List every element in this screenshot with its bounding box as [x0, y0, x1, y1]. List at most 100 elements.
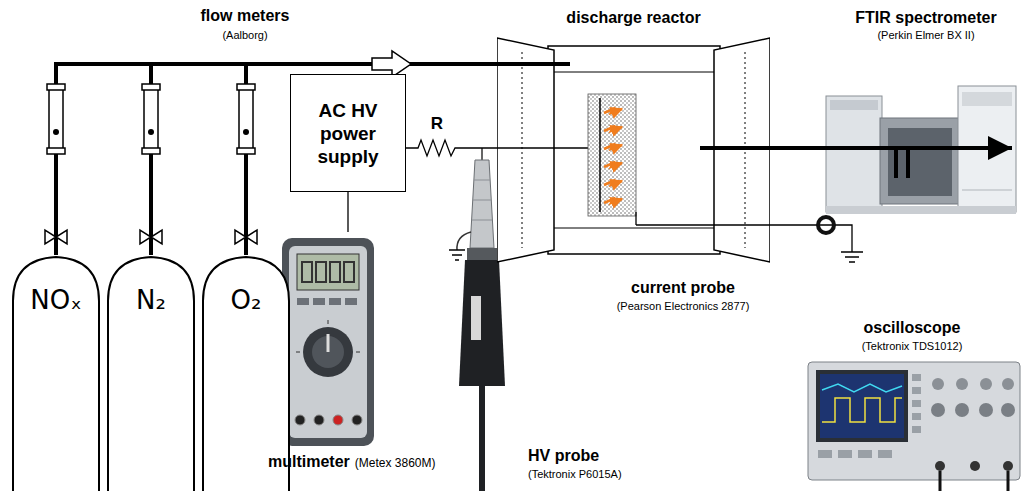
oscilloscope-photo — [956, 378, 968, 390]
oscilloscope-photo — [822, 384, 902, 392]
ftir-photo — [826, 96, 882, 212]
multimeter-photo — [303, 327, 353, 377]
part-name: oscilloscope — [864, 318, 961, 338]
reactor-outline — [604, 199, 622, 203]
gas-line — [56, 64, 497, 255]
oscilloscope-photo — [1002, 378, 1014, 390]
hv-probe-picture — [474, 180, 490, 181]
multimeter-photo — [333, 415, 343, 425]
node-title: AC HV power supply — [317, 99, 378, 168]
gas-cylinder: N₂ — [107, 255, 195, 491]
flow-meter-symbol — [53, 129, 59, 135]
part-name: current probe — [631, 278, 735, 298]
ftir-spectrometer: FTIR spectrometer(Perkin Elmer BX II) — [840, 4, 1012, 218]
valve-symbol — [235, 230, 246, 244]
oscilloscope-photo — [808, 362, 1020, 480]
ftir-photo — [962, 92, 1012, 106]
reactor-outline — [604, 163, 622, 167]
node-title: FTIR spectrometer — [840, 8, 1012, 28]
ftir-photo — [826, 206, 1016, 214]
valve-symbol — [45, 230, 56, 244]
multimeter: multimeter(Metex 3860M) — [268, 232, 458, 488]
oscilloscope-photo — [979, 403, 993, 417]
node-subtitle: (Metex 3860M) — [355, 456, 436, 470]
oscilloscope-photo — [912, 387, 921, 394]
hv-wire — [406, 140, 497, 156]
ftir-photo — [880, 118, 960, 204]
oscilloscope-photo — [818, 450, 832, 458]
reactor-outline — [497, 38, 554, 262]
gas-line — [770, 146, 1012, 150]
oscilloscope-photo — [970, 461, 980, 471]
cylinder-outline — [13, 257, 99, 491]
ftir-photo — [906, 148, 910, 178]
flow-meter-symbol — [237, 148, 255, 154]
reactor-outline — [604, 109, 622, 113]
flow-meter-symbol — [243, 129, 249, 135]
oscilloscope-photo — [1003, 461, 1013, 471]
multimeter-photo — [352, 415, 362, 425]
hv-probe-picture — [452, 254, 462, 256]
flow-meter-symbol — [239, 88, 253, 150]
multimeter-photo — [297, 254, 359, 290]
oscilloscope-photo — [935, 461, 945, 471]
multimeter-photo — [344, 262, 354, 282]
part-model: (Tektronix P6015A) — [528, 467, 622, 481]
oscilloscope-photo — [931, 403, 945, 417]
flow-meter-symbol — [142, 84, 160, 90]
multimeter-photo — [314, 415, 324, 425]
hv-probe-picture — [471, 296, 481, 340]
reactor-outline — [497, 6, 770, 268]
flow-meter-symbol — [49, 88, 63, 150]
hv-probe-picture — [479, 386, 485, 491]
multimeter-photo — [289, 246, 367, 438]
multimeter-photo — [345, 298, 357, 305]
reactor-outline — [636, 224, 770, 225]
meter-wire — [347, 192, 348, 232]
reactor-outline — [604, 145, 622, 149]
multimeter-photo — [313, 298, 325, 305]
reactor-outline — [604, 109, 622, 203]
oscilloscope-photo — [932, 378, 944, 390]
oscilloscope-photo — [912, 413, 921, 420]
gas-cylinder: NOₓ — [12, 255, 100, 491]
node-title: discharge reactor — [497, 8, 770, 28]
resistor-label: R — [429, 114, 445, 134]
ground-wire — [849, 261, 855, 263]
multimeter-photo — [295, 415, 305, 425]
reactor-outline — [522, 52, 523, 248]
ground-wire — [841, 251, 863, 253]
reactor-outline — [599, 98, 601, 212]
ftir-photo — [830, 100, 878, 110]
node-title: N₂ — [136, 285, 166, 315]
multimeter-photo — [328, 320, 329, 324]
reactor-outline — [548, 46, 720, 254]
hv-probe-picture — [455, 259, 459, 261]
oscilloscope-photo — [820, 374, 904, 438]
valve-symbol — [151, 230, 162, 244]
ftir-photo — [894, 148, 898, 178]
node-title: NOₓ — [30, 285, 81, 315]
hv-probe-picture — [457, 232, 471, 250]
oscilloscope-photo — [878, 450, 892, 458]
gas-line — [246, 64, 497, 255]
valve-symbol — [246, 230, 257, 244]
valve-symbol — [140, 230, 151, 244]
part-name: HV probe — [528, 446, 599, 466]
reactor-outline — [604, 127, 622, 131]
oscilloscope-photo — [980, 378, 992, 390]
power-supply-box: AC HV power supply — [290, 74, 406, 192]
multimeter-photo — [330, 262, 340, 282]
part-name: flow meters — [201, 6, 290, 26]
oscilloscope-photo — [1007, 471, 1010, 491]
ground-wire — [845, 256, 859, 258]
flow-meter-symbol — [237, 84, 255, 90]
multimeter-photo — [356, 352, 360, 353]
oscilloscope-photo — [822, 398, 902, 422]
flow-meter-symbol — [144, 88, 158, 150]
flow-meter-symbol — [148, 129, 154, 135]
flow-meter-symbol — [47, 148, 65, 154]
part-model: (Aalborg) — [222, 28, 267, 42]
ftir-photo — [962, 190, 1012, 191]
reactor-outline — [548, 228, 720, 229]
